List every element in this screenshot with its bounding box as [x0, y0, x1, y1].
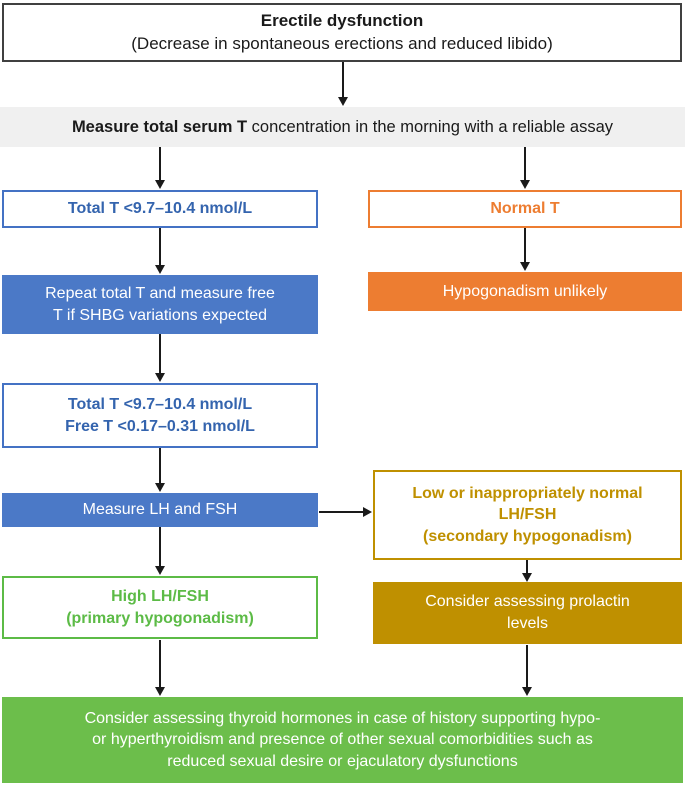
low-total-free-t-line2: Free T <0.17–0.31 nmol/L: [65, 417, 255, 435]
arrow-lowt-to-repeat: [155, 228, 165, 274]
normal-t-label: Normal T: [490, 200, 560, 218]
thyroid-assessment-box: Consider assessing thyroid hormones in c…: [2, 697, 683, 783]
normal-t-box: Normal T: [368, 190, 682, 228]
hypogonadism-unlikely-box: Hypogonadism unlikely: [368, 272, 682, 311]
arrow-lhfsh-to-secondary: [319, 507, 372, 517]
primary-hypogonadism-line1: High LH/FSH: [111, 587, 209, 605]
prolactin-box: Consider assessing prolactin levels: [373, 582, 682, 644]
measure-serum-t-rest: concentration in the morning with a reli…: [247, 117, 614, 136]
arrow-measure-to-lowt: [155, 147, 165, 189]
repeat-total-t-box: Repeat total T and measure free T if SHB…: [2, 275, 318, 334]
arrow-title-to-measure: [338, 62, 348, 106]
arrow-normalt-to-unlikely: [520, 228, 530, 271]
thyroid-line2: or hyperthyroidism and presence of other…: [92, 731, 593, 749]
erectile-dysfunction-box: Erectile dysfunction (Decrease in sponta…: [2, 3, 682, 62]
prolactin-line2: levels: [507, 615, 548, 632]
arrow-measure-to-normalt: [520, 147, 530, 189]
measure-serum-t-bar: Measure total serum T concentration in t…: [0, 107, 685, 147]
low-total-t-label: Total T <9.7–10.4 nmol/L: [67, 200, 253, 218]
arrow-lhfsh-to-primary: [155, 527, 165, 575]
secondary-hypogonadism-box: Low or inappropriately normal LH/FSH (se…: [373, 470, 682, 560]
low-total-free-t-line1: Total T <9.7–10.4 nmol/L: [67, 395, 253, 413]
arrow-secondary-to-prolactin: [522, 560, 532, 582]
thyroid-line3: reduced sexual desire or ejaculatory dys…: [167, 752, 518, 770]
primary-hypogonadism-line2: (primary hypogonadism): [66, 609, 254, 627]
measure-lh-fsh-box: Measure LH and FSH: [2, 493, 318, 527]
repeat-total-t-line1: Repeat total T and measure free: [45, 284, 275, 302]
secondary-hypogonadism-line3: (secondary hypogonadism): [423, 527, 632, 545]
measure-serum-t-bold: Measure total serum T: [71, 117, 248, 136]
hypogonadism-unlikely-label: Hypogonadism unlikely: [442, 282, 608, 300]
arrow-lowfreet-to-lhfsh: [155, 448, 165, 492]
erectile-dysfunction-subtitle: (Decrease in spontaneous erections and r…: [131, 33, 553, 53]
low-total-free-t-box: Total T <9.7–10.4 nmol/L Free T <0.17–0.…: [2, 383, 318, 448]
arrow-prolactin-to-thyroid: [522, 645, 532, 696]
measure-lh-fsh-label: Measure LH and FSH: [82, 501, 238, 519]
repeat-total-t-line2: T if SHBG variations expected: [52, 306, 268, 324]
arrow-repeat-to-lowfreet: [155, 334, 165, 382]
thyroid-line1: Consider assessing thyroid hormones in c…: [84, 709, 601, 727]
secondary-hypogonadism-line2: LH/FSH: [498, 506, 557, 524]
arrow-primary-to-thyroid: [155, 640, 165, 696]
prolactin-line1: Consider assessing prolactin: [425, 593, 630, 611]
secondary-hypogonadism-line1: Low or inappropriately normal: [412, 484, 643, 502]
primary-hypogonadism-box: High LH/FSH (primary hypogonadism): [2, 576, 318, 639]
low-total-t-box: Total T <9.7–10.4 nmol/L: [2, 190, 318, 228]
erectile-dysfunction-title: Erectile dysfunction: [260, 10, 424, 30]
